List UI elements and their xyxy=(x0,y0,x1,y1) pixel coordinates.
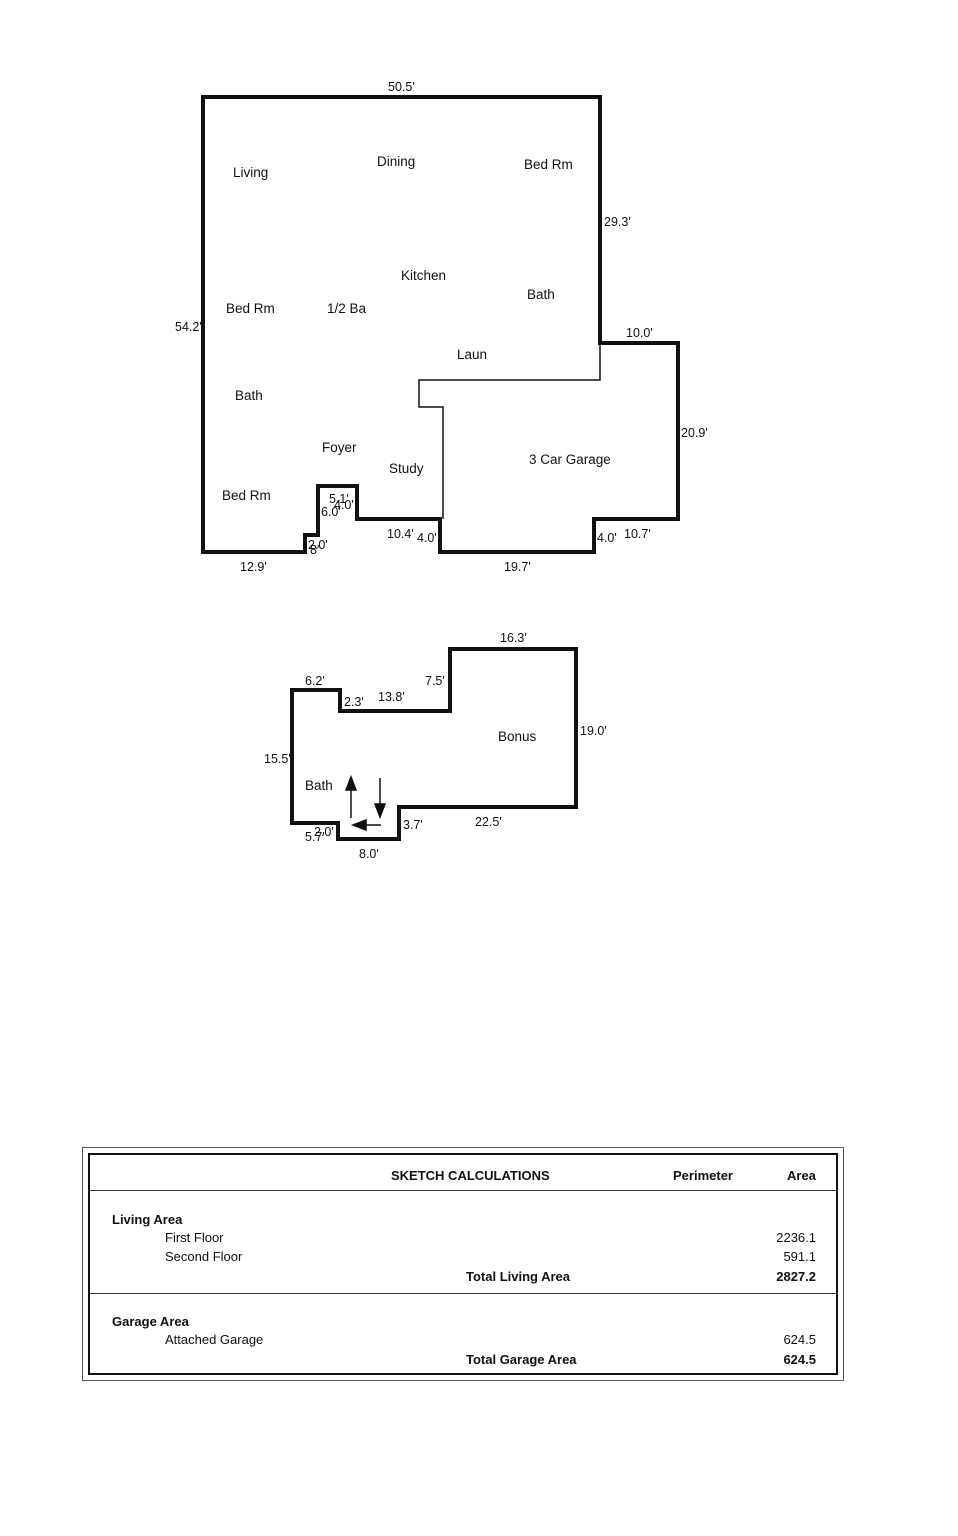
dim-foyer-4: 4.0' xyxy=(334,498,354,512)
second-floor-label: Second Floor xyxy=(165,1249,243,1264)
dim-garage-right: 20.9' xyxy=(681,426,708,440)
second-floor-outline xyxy=(290,647,578,841)
dim-study-bottom: 10.4' xyxy=(387,527,414,541)
col-perimeter: Perimeter xyxy=(673,1168,733,1183)
dim-left: 54.2' xyxy=(175,320,202,334)
dim-garage-step: 4.0' xyxy=(597,531,617,545)
total-living-area-label: Total Living Area xyxy=(466,1269,571,1284)
header-divider xyxy=(90,1190,836,1191)
room-study: Study xyxy=(389,461,424,476)
dim2-left: 15.5' xyxy=(264,752,291,766)
dim2-top-mid: 13.8' xyxy=(378,690,405,704)
first-floor-dimensions: 50.5' 29.3' 54.2' 10.0' 20.9' 5.1' 4.0' … xyxy=(175,80,708,574)
first-floor xyxy=(201,95,680,554)
dim2-right: 19.0' xyxy=(580,724,607,738)
attached-garage-area: 624.5 xyxy=(783,1332,816,1347)
first-floor-label: First Floor xyxy=(165,1230,224,1245)
second-floor xyxy=(290,647,578,841)
garage-interior-wall xyxy=(418,343,601,519)
dim-bottom-left: 12.9' xyxy=(240,560,267,574)
second-floor-dimensions: 16.3' 6.2' 7.5' 2.3' 13.8' 19.0' 15.5' 3… xyxy=(264,631,607,861)
attached-garage-label: Attached Garage xyxy=(165,1332,264,1347)
room-bath-left: Bath xyxy=(235,388,263,403)
dim2-bottom-step: 3.7' xyxy=(403,818,423,832)
room-bed-rm-top-right: Bed Rm xyxy=(524,157,573,172)
stair-arrows xyxy=(344,774,387,832)
total-garage-area-value: 624.5 xyxy=(783,1352,816,1367)
room-bath-right: Bath xyxy=(527,287,555,302)
garage-area-heading: Garage Area xyxy=(112,1314,189,1329)
dim2-notch-2: 2.3' xyxy=(344,695,364,709)
total-garage-area-label: Total Garage Area xyxy=(466,1352,577,1367)
dim2-bottom-small-2: 2.0' xyxy=(314,825,334,839)
calc-title: SKETCH CALCULATIONS xyxy=(391,1168,550,1183)
room-foyer: Foyer xyxy=(322,440,357,455)
dim2-top: 16.3' xyxy=(500,631,527,645)
dim-garage-bottom-right: 10.7' xyxy=(624,527,651,541)
dim-foyer-5: 5.1' xyxy=(329,492,349,506)
first-floor-outline xyxy=(201,95,680,554)
dim-foyer-6: 6.0' xyxy=(321,505,341,519)
room-bath-upper: Bath xyxy=(305,778,333,793)
room-bonus: Bonus xyxy=(498,729,537,744)
dim-step-2: 2.0' xyxy=(308,538,328,552)
section-divider xyxy=(90,1293,836,1294)
living-area-heading: Living Area xyxy=(112,1212,183,1227)
dim2-step-7: 7.5' xyxy=(425,674,445,688)
sketch-calculations-inner: SKETCH CALCULATIONS Perimeter Area Livin… xyxy=(88,1153,838,1375)
dim2-bottom: 8.0' xyxy=(359,847,379,861)
arrow-down-head xyxy=(373,803,387,820)
floor-plan-sketch: Living Dining Bed Rm Kitchen Bath Bed Rm… xyxy=(175,80,708,861)
arrow-up-head xyxy=(344,774,358,791)
col-area: Area xyxy=(787,1168,816,1183)
total-living-area-value: 2827.2 xyxy=(776,1269,816,1284)
dim-step-small: 8' xyxy=(310,543,319,557)
room-dining: Dining xyxy=(377,154,415,169)
dim2-bottom-small-5: 5.7' xyxy=(305,830,325,844)
room-garage: 3 Car Garage xyxy=(529,452,611,467)
second-floor-room-labels: Bonus Bath xyxy=(305,729,537,793)
dim-garage-top: 10.0' xyxy=(626,326,653,340)
dim-garage-bottom: 19.7' xyxy=(504,560,531,574)
room-kitchen: Kitchen xyxy=(401,268,446,283)
dim2-left-top: 6.2' xyxy=(305,674,325,688)
dim-right-upper: 29.3' xyxy=(604,215,631,229)
first-floor-room-labels: Living Dining Bed Rm Kitchen Bath Bed Rm… xyxy=(222,154,611,503)
dim2-bottom-right: 22.5' xyxy=(475,815,502,829)
room-bed-rm-left: Bed Rm xyxy=(226,301,275,316)
arrow-left-head xyxy=(350,818,367,832)
dim-top: 50.5' xyxy=(388,80,415,94)
dim-study-right: 4.0' xyxy=(417,531,437,545)
room-half-bath: 1/2 Ba xyxy=(327,301,367,316)
room-laundry: Laun xyxy=(457,347,487,362)
sketch-calculations-table: SKETCH CALCULATIONS Perimeter Area Livin… xyxy=(82,1147,844,1381)
first-floor-area: 2236.1 xyxy=(776,1230,816,1245)
room-living: Living xyxy=(233,165,268,180)
second-floor-area: 591.1 xyxy=(783,1249,816,1264)
room-bed-rm-bottom: Bed Rm xyxy=(222,488,271,503)
